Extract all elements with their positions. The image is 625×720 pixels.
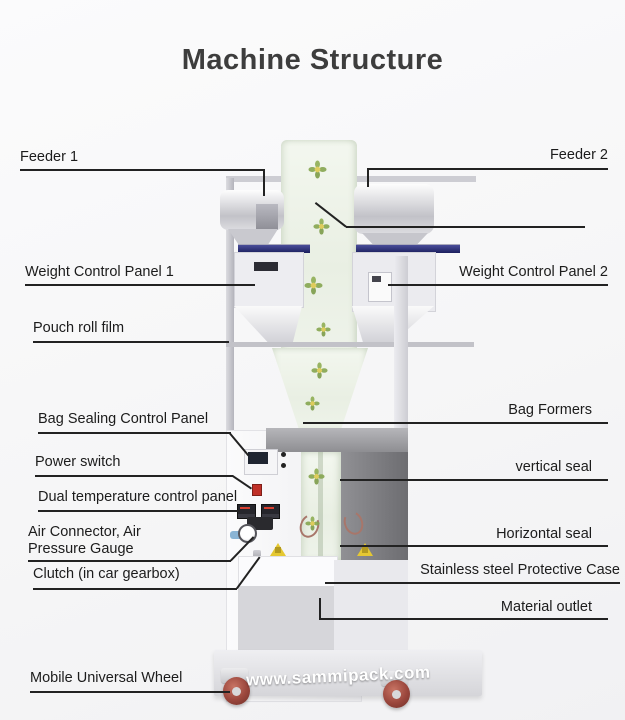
protective-case	[330, 452, 408, 560]
discharge-cone-left	[234, 306, 302, 344]
flower-icon	[305, 516, 320, 531]
flower-icon	[311, 362, 328, 379]
leader-line-feeder-1	[20, 169, 265, 171]
leader-line-feeder-2	[367, 168, 608, 170]
page-title: Machine Structure	[181, 44, 444, 76]
leader-line-vertical-seal	[340, 479, 608, 481]
material-outlet-chute	[238, 556, 338, 588]
seal-beam	[266, 428, 408, 452]
base-front-panel	[238, 586, 334, 652]
leader-drop-feeder-2	[367, 168, 369, 187]
flower-icon	[308, 160, 327, 179]
base-right-panel	[334, 560, 408, 654]
flower-icon	[313, 218, 330, 235]
label-dual-temperature-control-panel: Dual temperature control panel	[38, 489, 238, 505]
leader-line-film-pointer	[346, 226, 585, 228]
temperature-controller-1-digits	[240, 507, 250, 509]
feeder-1-throat	[256, 204, 278, 230]
leader-line-weight-control-panel-2	[388, 284, 608, 286]
label-vertical-seal: vertical seal	[515, 459, 592, 475]
panel-button-bottom	[281, 463, 286, 468]
leader-line-weight-control-panel-1	[25, 284, 255, 286]
machine-mid-rail	[226, 342, 474, 347]
leader-drop-feeder-1	[263, 169, 265, 196]
film-tube-lower	[301, 452, 341, 560]
label-bag-sealing-control-panel: Bag Sealing Control Panel	[38, 411, 209, 427]
bag-sealing-control-panel-screen	[248, 452, 268, 464]
flower-icon	[316, 322, 331, 337]
bag-former-funnel	[272, 348, 368, 432]
label-weight-control-panel-2: Weight Control Panel 2	[459, 264, 608, 280]
label-air-connector-pressure-gauge: Air Connector, Air Pressure Gauge	[28, 524, 141, 557]
flower-icon	[304, 276, 323, 295]
temperature-controller-2-digits	[264, 507, 274, 509]
leader-line-material-outlet	[319, 618, 608, 620]
leader-line-air-connector	[28, 560, 231, 562]
leader-line-pouch-roll-film	[33, 341, 229, 343]
weigher-left	[234, 252, 304, 308]
vibrator-bar-right	[356, 244, 460, 253]
power-switch-toggle	[252, 484, 262, 496]
label-weight-control-panel-1: Weight Control Panel 1	[25, 264, 174, 280]
label-clutch: Clutch (in car gearbox)	[33, 566, 180, 582]
discharge-cone-right	[352, 306, 434, 344]
leader-line-bag-sealing-control-panel	[38, 432, 231, 434]
leader-drop-material-outlet	[319, 598, 321, 620]
label-mobile-universal-wheel: Mobile Universal Wheel	[30, 670, 183, 686]
label-power-switch: Power switch	[35, 454, 121, 470]
weight-control-panel-1-display	[254, 262, 278, 271]
feeder-2-hopper	[354, 184, 434, 234]
base-plinth	[214, 650, 482, 696]
warning-triangle-icon-left	[270, 543, 286, 556]
panel-button-top	[281, 452, 286, 457]
flower-icon	[305, 396, 320, 411]
leader-line-stainless-steel-protective-case	[325, 582, 620, 584]
label-feeder-2: Feeder 2	[549, 147, 608, 163]
leader-line-power-switch	[35, 475, 233, 477]
label-bag-formers: Bag Formers	[508, 402, 592, 418]
label-feeder-1: Feeder 1	[20, 149, 79, 165]
flower-icon	[308, 468, 325, 485]
label-stainless-steel-protective-case: Stainless steel Protective Case	[420, 562, 620, 578]
leader-line-bag-formers	[303, 422, 608, 424]
leader-line-dual-temperature-control-panel	[38, 510, 240, 512]
label-pouch-roll-film: Pouch roll film	[33, 320, 125, 336]
machine-left-frame-post	[226, 178, 234, 430]
leader-line-clutch	[33, 588, 237, 590]
leader-line-mobile-universal-wheel	[30, 691, 230, 693]
vibrator-bar-left	[238, 244, 310, 253]
caster-wheel-icon-right	[383, 680, 410, 708]
label-horizontal-seal: Horizontal seal	[496, 526, 592, 542]
weight-control-panel-2-screen	[372, 276, 381, 282]
vertical-seal-strip	[318, 452, 323, 560]
label-material-outlet: Material outlet	[500, 599, 592, 615]
leader-line-horizontal-seal	[340, 545, 608, 547]
